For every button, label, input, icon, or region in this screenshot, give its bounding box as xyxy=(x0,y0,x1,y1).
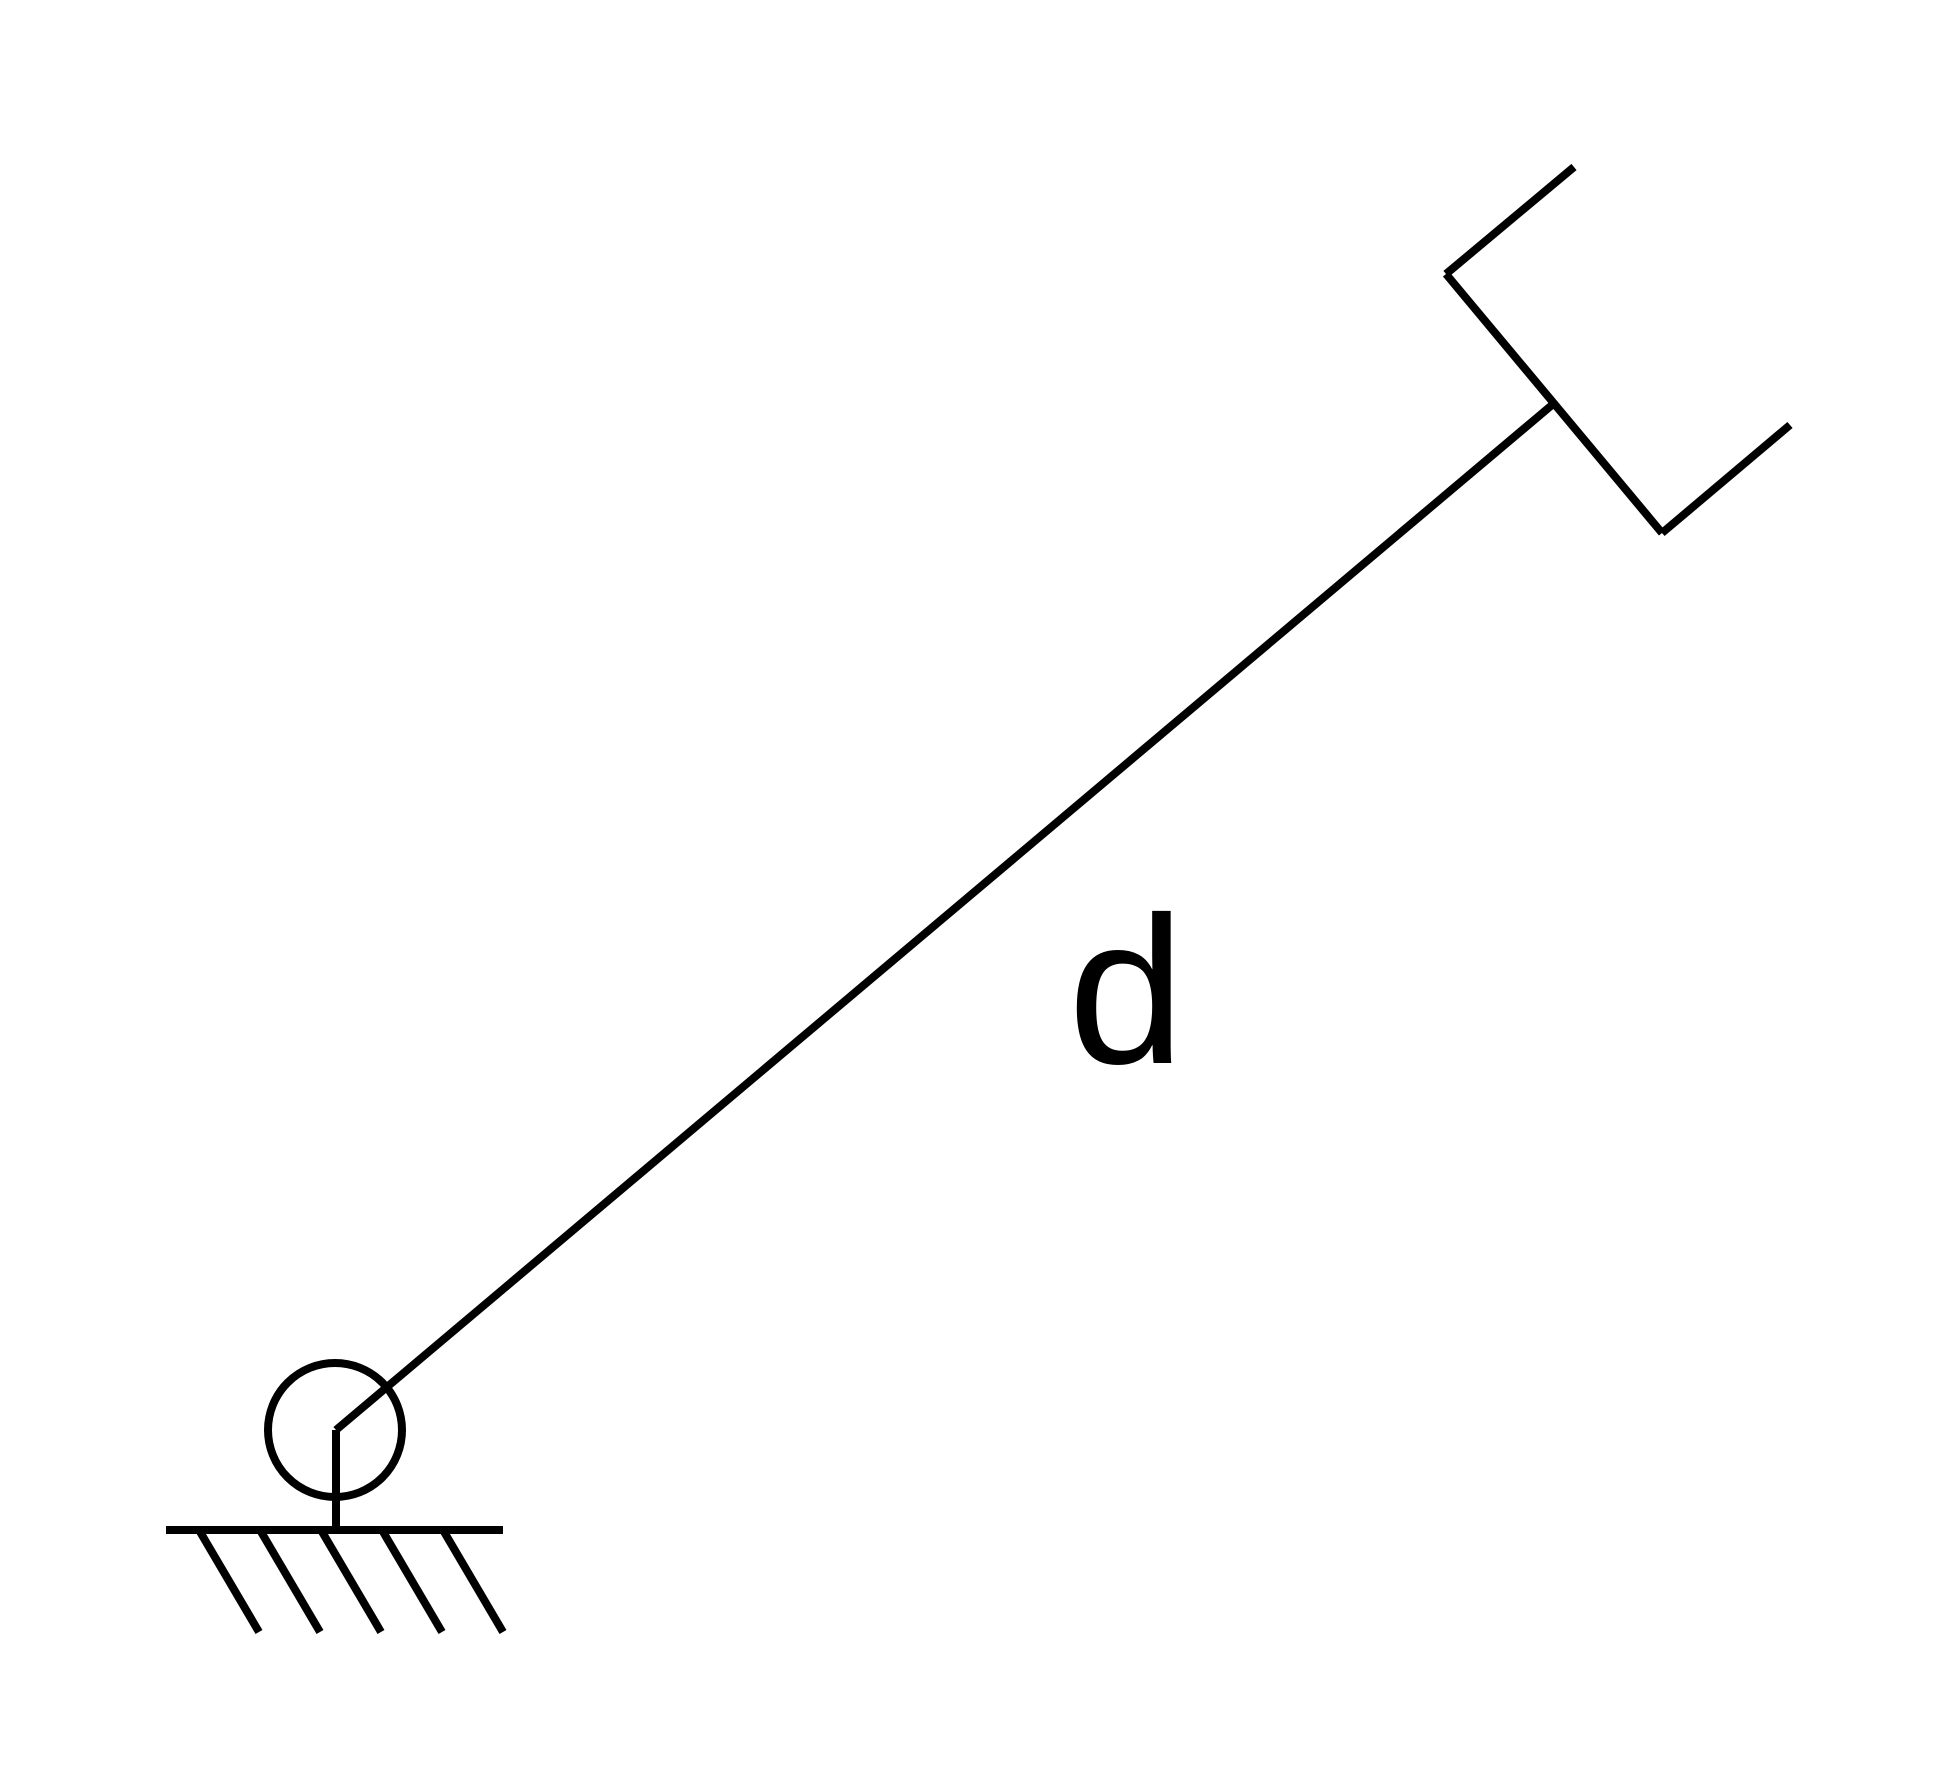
ground-support xyxy=(166,1526,507,1635)
revolute-joint xyxy=(264,1359,406,1530)
ground-hatch xyxy=(317,1527,385,1635)
gripper xyxy=(1442,163,1793,537)
link-label: d xyxy=(1068,873,1185,1108)
ground-hatch xyxy=(378,1527,446,1635)
gripper-base xyxy=(1442,271,1666,536)
gripper-finger-upper xyxy=(1443,163,1577,278)
ground-hatch xyxy=(256,1527,324,1635)
ground-hatch xyxy=(195,1527,263,1635)
link-arm xyxy=(333,401,1555,1434)
gripper-finger-lower xyxy=(1659,421,1793,537)
ground-hatch xyxy=(439,1527,507,1635)
joint-circle xyxy=(264,1359,406,1501)
